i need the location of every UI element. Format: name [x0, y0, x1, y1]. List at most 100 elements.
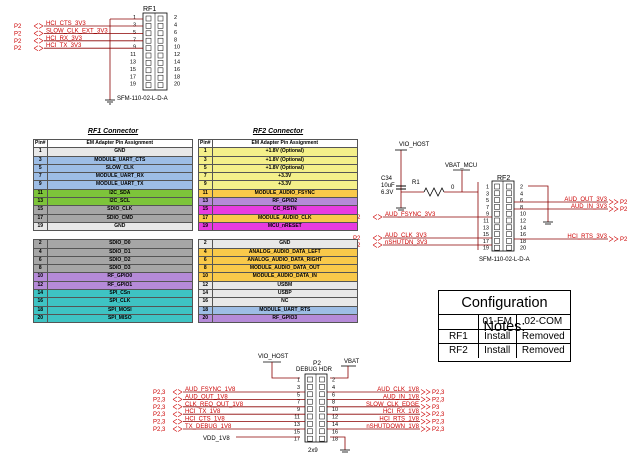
assignment-cell: GND: [46, 147, 194, 157]
assignment-cell: MODULE_AUDIO_DATA_OUT: [211, 264, 359, 274]
table-spacer: [34, 231, 193, 240]
vio-host-label: VIO_HOST: [399, 142, 430, 148]
pin-cell: 1: [198, 147, 213, 157]
assignment-cell: RF_GPIO1: [46, 280, 194, 291]
assignment-cell: +3.3V: [211, 172, 359, 182]
rf1-connector-table: RF1 Connector Pin#EM Adapter Pin Assignm…: [33, 128, 194, 324]
configuration-notes: Configuration Notes: 01-EM 02-COM RF1 In…: [438, 290, 571, 362]
assignment-cell: MODULE_UART_RX: [46, 172, 194, 182]
pin-socket: [319, 421, 325, 427]
pin-cell: 12: [198, 280, 213, 291]
pin-cell: 3: [198, 155, 213, 165]
pin-cell: 9: [33, 180, 48, 190]
assignment-cell: MODULE_UART_CTS: [46, 155, 194, 165]
pin-socket: [145, 45, 152, 51]
net-label: SLOW_CLK_EXT_3V3: [46, 28, 108, 34]
pin-socket: [494, 190, 500, 197]
rf1-table-title: RF1 Connector: [87, 128, 139, 135]
pin-number: 3: [133, 23, 136, 29]
net-port: P2: [620, 200, 628, 206]
cap-voltage: 6.3V: [381, 190, 393, 196]
assignment-cell: MODULE_UART_RTS: [211, 305, 359, 315]
pin-socket: [506, 238, 512, 244]
rf1-pin-2: 2: [174, 15, 177, 21]
net-port: P2,3: [153, 390, 166, 396]
pin-number: 17: [294, 437, 300, 443]
pin-cell: 5: [198, 163, 213, 174]
pin-cell: 20: [198, 313, 213, 324]
assignment-cell: MODULE_AUDIO_CLK: [211, 213, 359, 223]
pin-socket: [494, 244, 500, 251]
pin-socket: [157, 67, 164, 74]
assignment-cell: SDIO_D0: [46, 239, 194, 249]
pin-socket: [157, 37, 164, 44]
pin-socket: [145, 60, 152, 66]
pin-socket: [145, 67, 152, 74]
offpage-arrow-icon: [172, 426, 183, 432]
assignment-cell: +1.8V (Optional): [211, 163, 359, 174]
pin-socket: [157, 52, 164, 59]
pin-socket: [319, 413, 325, 420]
pin-socket: [494, 204, 500, 210]
pin-number: 9: [486, 212, 489, 218]
pin-number: 8: [174, 37, 177, 43]
pin-socket: [494, 210, 500, 217]
pin-number: 7: [297, 400, 300, 406]
assignment-cell: I2C_SDA: [46, 188, 194, 199]
pin-socket: [319, 428, 325, 435]
pin-socket: [506, 244, 512, 251]
pin-socket: [319, 376, 325, 383]
net-label: AUD_FSYNC_1V8: [185, 387, 236, 393]
pin-socket: [494, 197, 500, 203]
net-port: P2: [353, 236, 361, 242]
pin-number: 16: [174, 67, 180, 73]
assignment-cell: NC: [211, 297, 359, 307]
p2-vio-host: VIO_HOST: [258, 354, 289, 360]
pin-socket: [494, 224, 500, 231]
net-port: P2,3: [432, 390, 445, 396]
offpage-arrow-icon: [172, 396, 183, 403]
pin-socket: [157, 82, 164, 88]
p2-size: 2x9: [308, 448, 318, 454]
pin-socket: [319, 435, 325, 442]
offpage-arrow-icon: [33, 23, 44, 29]
offpage-arrow-icon: [33, 30, 44, 37]
pin-number: 10: [332, 407, 338, 413]
pin-number: 4: [174, 23, 177, 29]
rf1-pin-1: 1: [133, 15, 136, 21]
rf2-refdes: RF2: [497, 175, 510, 182]
pin-number: 6: [520, 198, 523, 204]
offpage-arrow-icon: [608, 199, 619, 205]
assignment-cell: SDIO_D1: [46, 247, 194, 257]
assignment-cell: RF_GPIO3: [211, 313, 359, 324]
pin-number: 7: [133, 37, 136, 43]
pin-socket: [494, 183, 500, 190]
table-header-row: Pin#EM Adapter Pin Assignment: [198, 138, 359, 149]
assignment-cell: SPI_CSn: [46, 289, 194, 299]
assignment-cell: EM Adapter Pin Assignment: [46, 138, 194, 149]
pin-number: 11: [130, 52, 136, 58]
pin-number: 13: [483, 225, 489, 231]
net-label: HCI_RTS_3V3: [567, 234, 607, 240]
assignment-cell: GND: [211, 239, 359, 249]
pin-cell: 10: [198, 272, 213, 282]
pin-socket: [307, 391, 313, 398]
offpage-arrow-icon: [420, 426, 431, 432]
net-port: P2,3: [432, 420, 445, 426]
pin-socket: [307, 421, 313, 427]
resistor-value: 0: [451, 185, 455, 191]
pin-socket: [319, 406, 325, 412]
pin-number: 11: [483, 219, 489, 225]
resistor-ref: R1: [412, 180, 420, 186]
pin-number: 9: [133, 45, 136, 51]
